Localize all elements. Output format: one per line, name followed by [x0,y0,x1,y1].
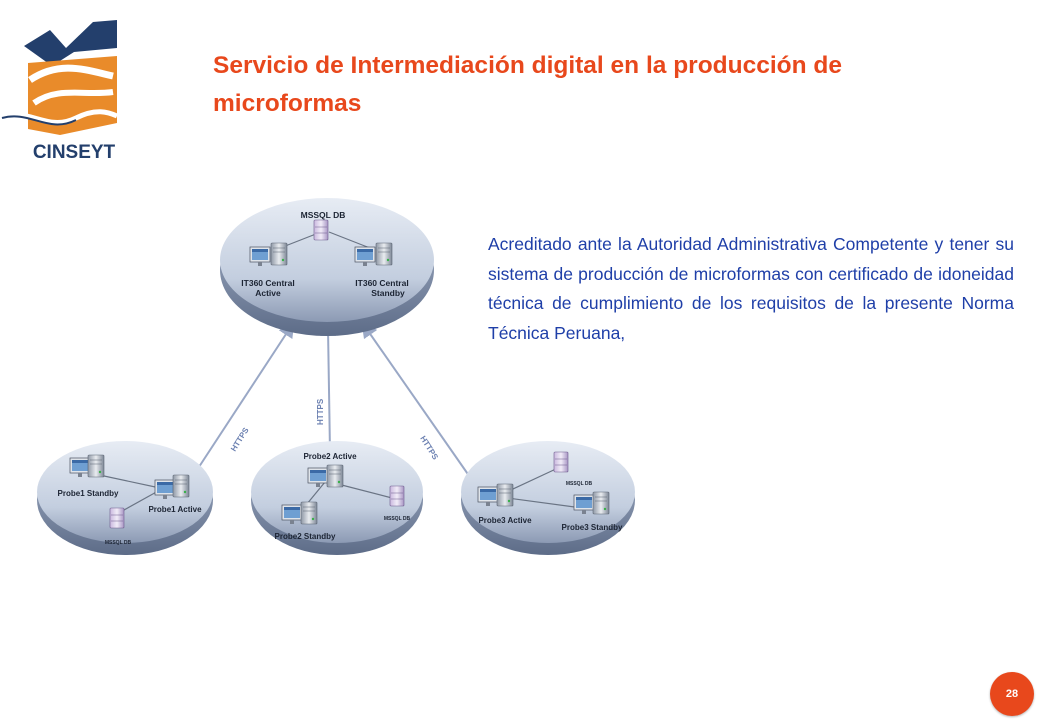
cinseyt-logo: CINSEYT [0,8,160,168]
logo-wordmark: CINSEYT [33,142,116,163]
https-label-1: HTTPS [229,425,251,453]
body-paragraph: Acreditado ante la Autoridad Administrat… [488,234,1014,343]
https-label-3: HTTPS [418,434,440,462]
probe1-cluster: Probe1 Standby Probe1 Active MSSQL DB [37,441,213,555]
central-standby-label-2: Standby [371,288,405,298]
probe3-standby-label: Probe3 Standby [562,523,623,532]
probe1-active-label: Probe1 Active [148,505,202,514]
central-cluster: MSSQL DB IT360 Central Active IT360 Cent… [220,198,434,336]
probe2-db-label: MSSQL DB [384,516,411,522]
probe1-db-label: MSSQL DB [105,540,132,546]
slide-title: Servicio de Intermediación digital en la… [213,52,842,117]
central-standby-label-1: IT360 Central [355,278,408,288]
probe3-active-label: Probe3 Active [478,516,532,525]
central-db-label: MSSQL DB [301,210,346,220]
probe2-cluster: Probe2 Active Probe2 Standby MSSQL DB [251,441,423,555]
probe2-standby-label: Probe2 Standby [275,532,336,541]
central-active-label-1: IT360 Central [241,278,294,288]
central-active-label-2: Active [255,288,281,298]
page-number-badge: 28 [990,672,1034,716]
network-diagram: HTTPS HTTPS HTTPS MSSQL DB IT360 Central… [30,190,640,560]
probe3-cluster: MSSQL DB Probe3 Active Probe3 Standby [461,441,635,555]
probe1-standby-label: Probe1 Standby [58,489,119,498]
https-label-2: HTTPS [316,398,325,425]
probe2-active-label: Probe2 Active [303,452,357,461]
probe3-db-label: MSSQL DB [566,481,593,487]
